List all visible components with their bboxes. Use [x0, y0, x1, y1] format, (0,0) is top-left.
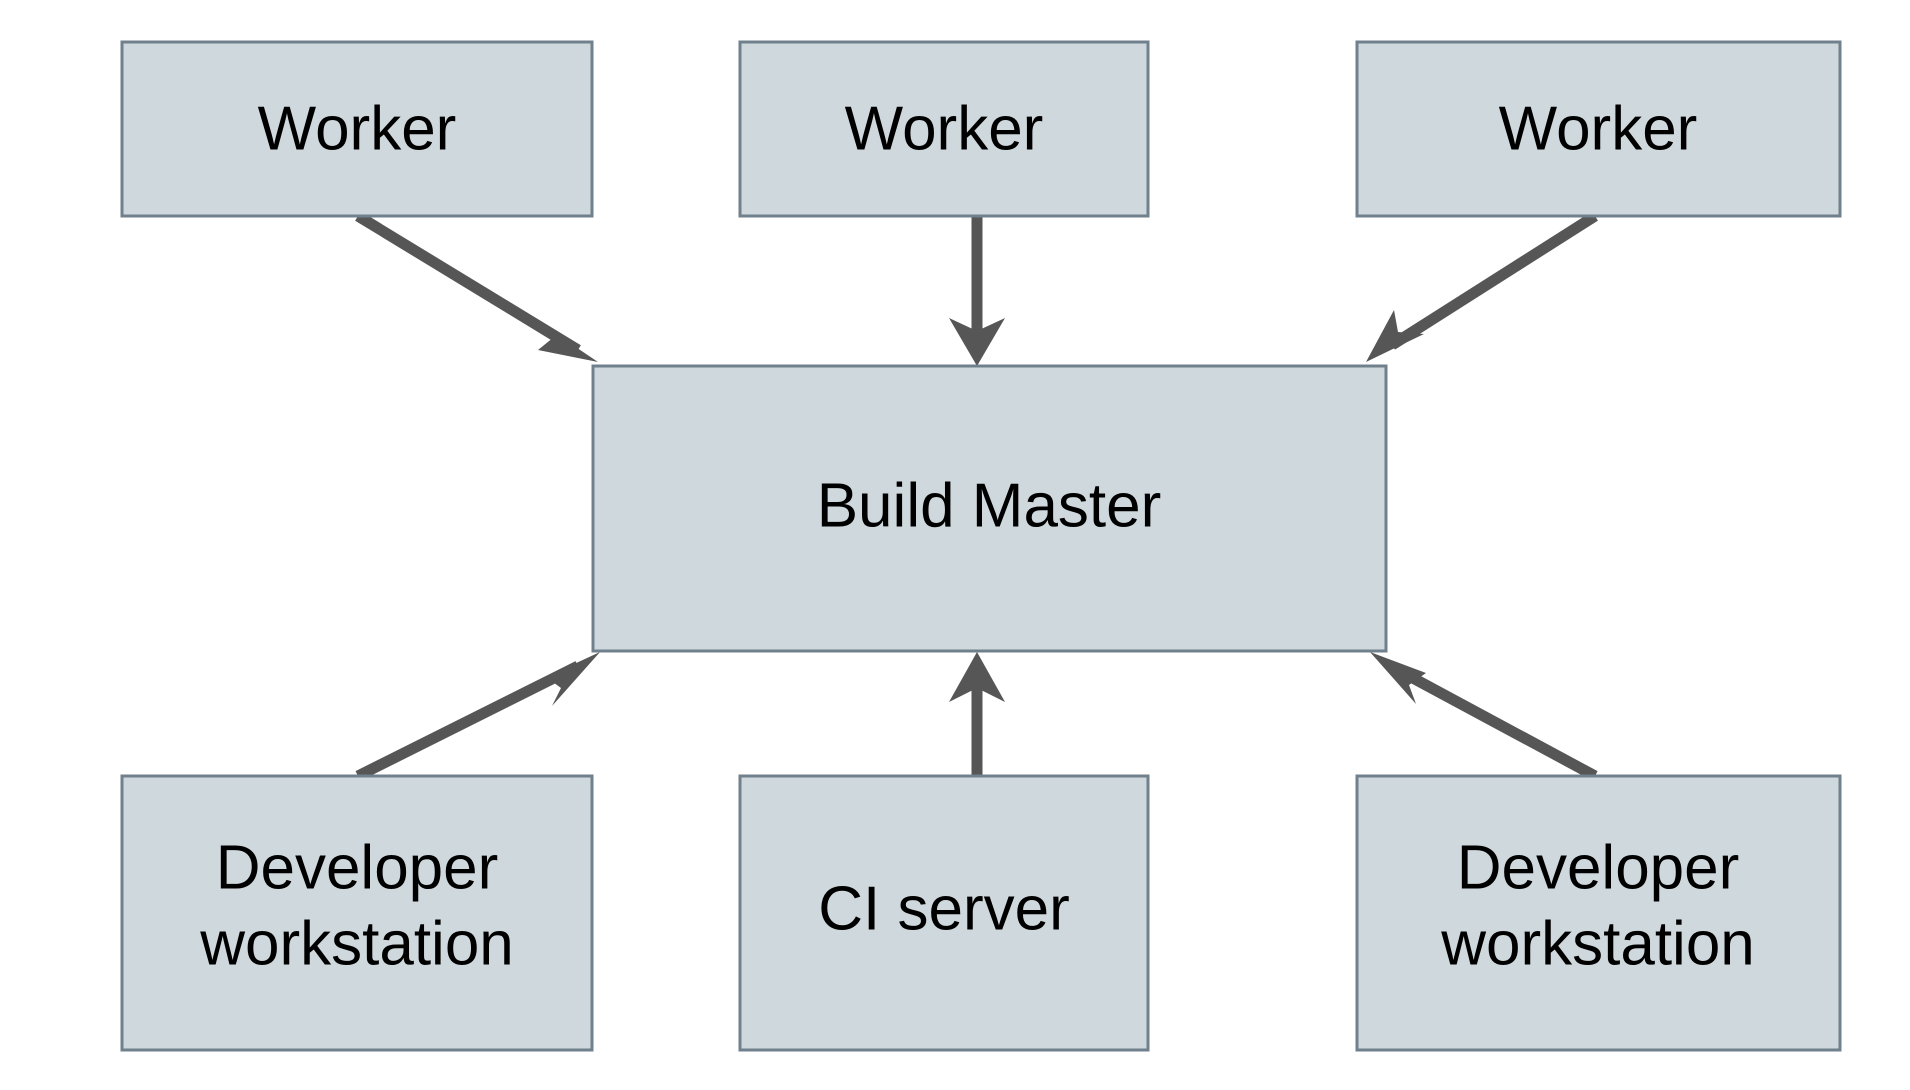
node-box[interactable]	[1355, 774, 1842, 1052]
node-label-line2: workstation	[199, 909, 514, 978]
node-label: Worker	[258, 94, 457, 163]
node-box[interactable]	[591, 364, 1388, 653]
node-dev-left[interactable]: Developer workstation	[120, 774, 594, 1052]
node-label: CI server	[818, 874, 1069, 943]
edge-ci-server-to-master	[949, 652, 1005, 776]
arrowhead-icon	[1370, 652, 1426, 704]
edge-worker-right-to-master	[1366, 211, 1598, 362]
arrowhead-icon	[538, 323, 598, 362]
edge-dev-left-to-master	[355, 652, 600, 781]
node-label-line1: Developer	[216, 833, 499, 902]
node-label: Build Master	[817, 471, 1162, 540]
edge-line	[355, 211, 581, 355]
edge-layer	[355, 211, 1598, 781]
node-box[interactable]	[1355, 40, 1842, 218]
arrowhead-icon	[546, 652, 600, 706]
node-box[interactable]	[738, 774, 1150, 1052]
node-worker-right[interactable]: Worker	[1355, 40, 1842, 218]
node-label-line1: Developer	[1457, 833, 1740, 902]
edge-worker-center-to-master	[949, 216, 1005, 366]
node-ci-server[interactable]: CI server	[738, 774, 1150, 1052]
node-build-master[interactable]: Build Master	[591, 364, 1388, 653]
node-worker-center[interactable]: Worker	[738, 40, 1150, 218]
node-box[interactable]	[120, 774, 594, 1052]
node-label: Worker	[845, 94, 1044, 163]
arrowhead-icon	[949, 652, 1005, 702]
arrowhead-icon	[1366, 310, 1424, 362]
edge-line	[1389, 211, 1598, 350]
edge-line	[355, 661, 581, 781]
node-label-line2: workstation	[1440, 909, 1755, 978]
arrowhead-icon	[949, 318, 1005, 366]
node-box[interactable]	[738, 40, 1150, 218]
node-layer: Worker Worker Worker Build Master Develo…	[120, 40, 1842, 1052]
node-box[interactable]	[120, 40, 594, 218]
edge-worker-left-to-master	[355, 211, 598, 362]
node-label: Worker	[1499, 94, 1698, 163]
edge-line	[1395, 665, 1598, 781]
node-dev-right[interactable]: Developer workstation	[1355, 774, 1842, 1052]
edge-dev-right-to-master	[1370, 652, 1598, 781]
node-worker-left[interactable]: Worker	[120, 40, 594, 218]
